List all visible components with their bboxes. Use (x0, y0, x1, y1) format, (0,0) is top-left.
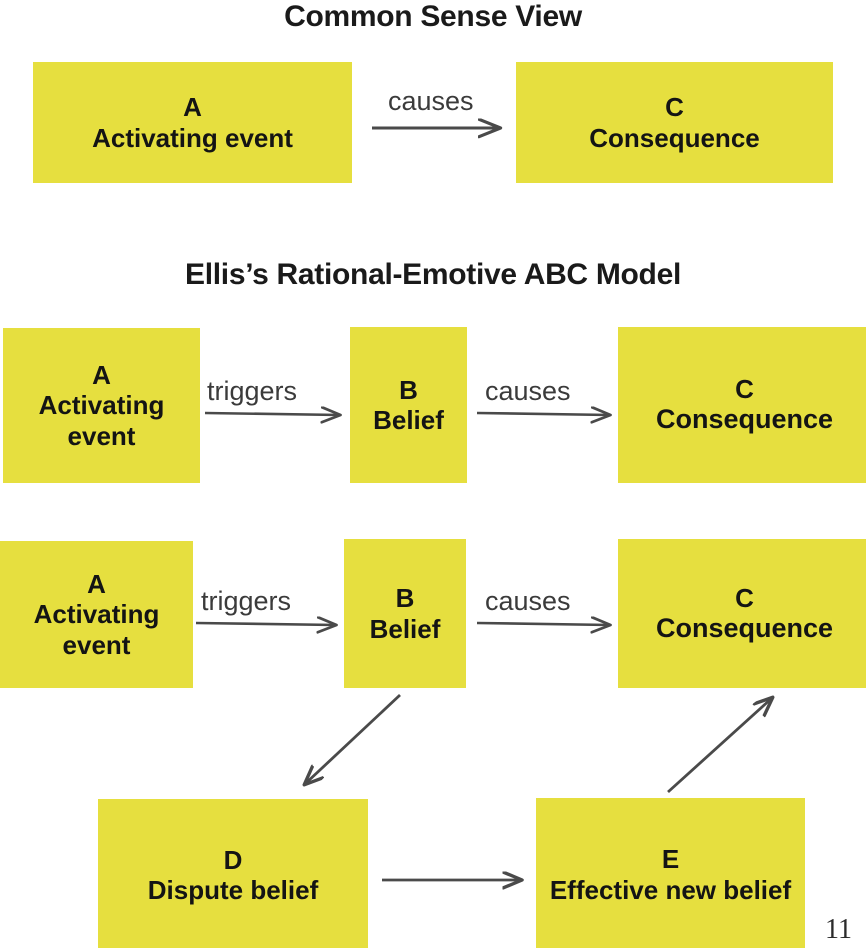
arrow-e-to-c3 (667, 698, 772, 794)
node-label: Dispute belief (147, 875, 319, 905)
edge-label-causes-row1: causes (388, 86, 474, 116)
node-label: Effective new belief (549, 874, 792, 905)
node-c-consequence-row2: C Consequence (618, 327, 866, 483)
node-letter: A (183, 92, 202, 123)
edge-label-triggers-row2: triggers (207, 376, 298, 406)
node-letter: D (223, 844, 243, 875)
node-c-consequence-row1: C Consequence (516, 62, 833, 183)
node-letter: E (661, 844, 680, 875)
section-title-ellis-abc-model: Ellis’s Rational-Emotive ABC Model (185, 258, 681, 291)
node-a-activating-event-row1: A Activating event (33, 62, 352, 183)
node-letter: C (665, 92, 684, 123)
arrow-b3-to-c3 (476, 623, 610, 625)
node-label: Consequence (589, 122, 760, 153)
node-label: Consequence (655, 404, 834, 435)
node-c-consequence-row3: C Consequence (618, 539, 866, 688)
arrow-b2-to-c2 (476, 413, 610, 415)
node-a-activating-event-row3: A Activating event (0, 541, 193, 688)
page-number: 11 (825, 914, 852, 945)
node-label: Activating event (33, 599, 160, 660)
edge-label-triggers-row3: triggers (201, 586, 292, 616)
node-a-activating-event-row2: A Activating event (3, 328, 200, 483)
node-label: Activating event (92, 122, 293, 153)
node-letter: A (87, 569, 106, 600)
arrow-b3-to-d (305, 693, 401, 784)
node-label: Consequence (655, 612, 834, 643)
node-letter: B (399, 374, 418, 405)
arrow-a2-to-b2 (204, 413, 340, 415)
node-label: Belief (369, 613, 441, 644)
edge-label-causes-row2: causes (485, 376, 571, 406)
edge-label-causes-row3: causes (485, 586, 571, 616)
node-b-belief-row3: B Belief (344, 539, 466, 688)
node-letter: A (92, 360, 111, 391)
node-d-dispute-belief: D Dispute belief (98, 799, 368, 948)
node-letter: C (735, 582, 754, 613)
node-label: Activating event (38, 390, 165, 451)
node-letter: B (395, 583, 415, 614)
section-title-common-sense: Common Sense View (284, 0, 582, 33)
node-b-belief-row2: B Belief (350, 327, 467, 483)
node-letter: C (735, 374, 754, 405)
node-label: Belief (373, 405, 444, 435)
arrow-a3-to-b3 (195, 623, 336, 625)
node-e-effective-new-belief: E Effective new belief (536, 798, 805, 948)
